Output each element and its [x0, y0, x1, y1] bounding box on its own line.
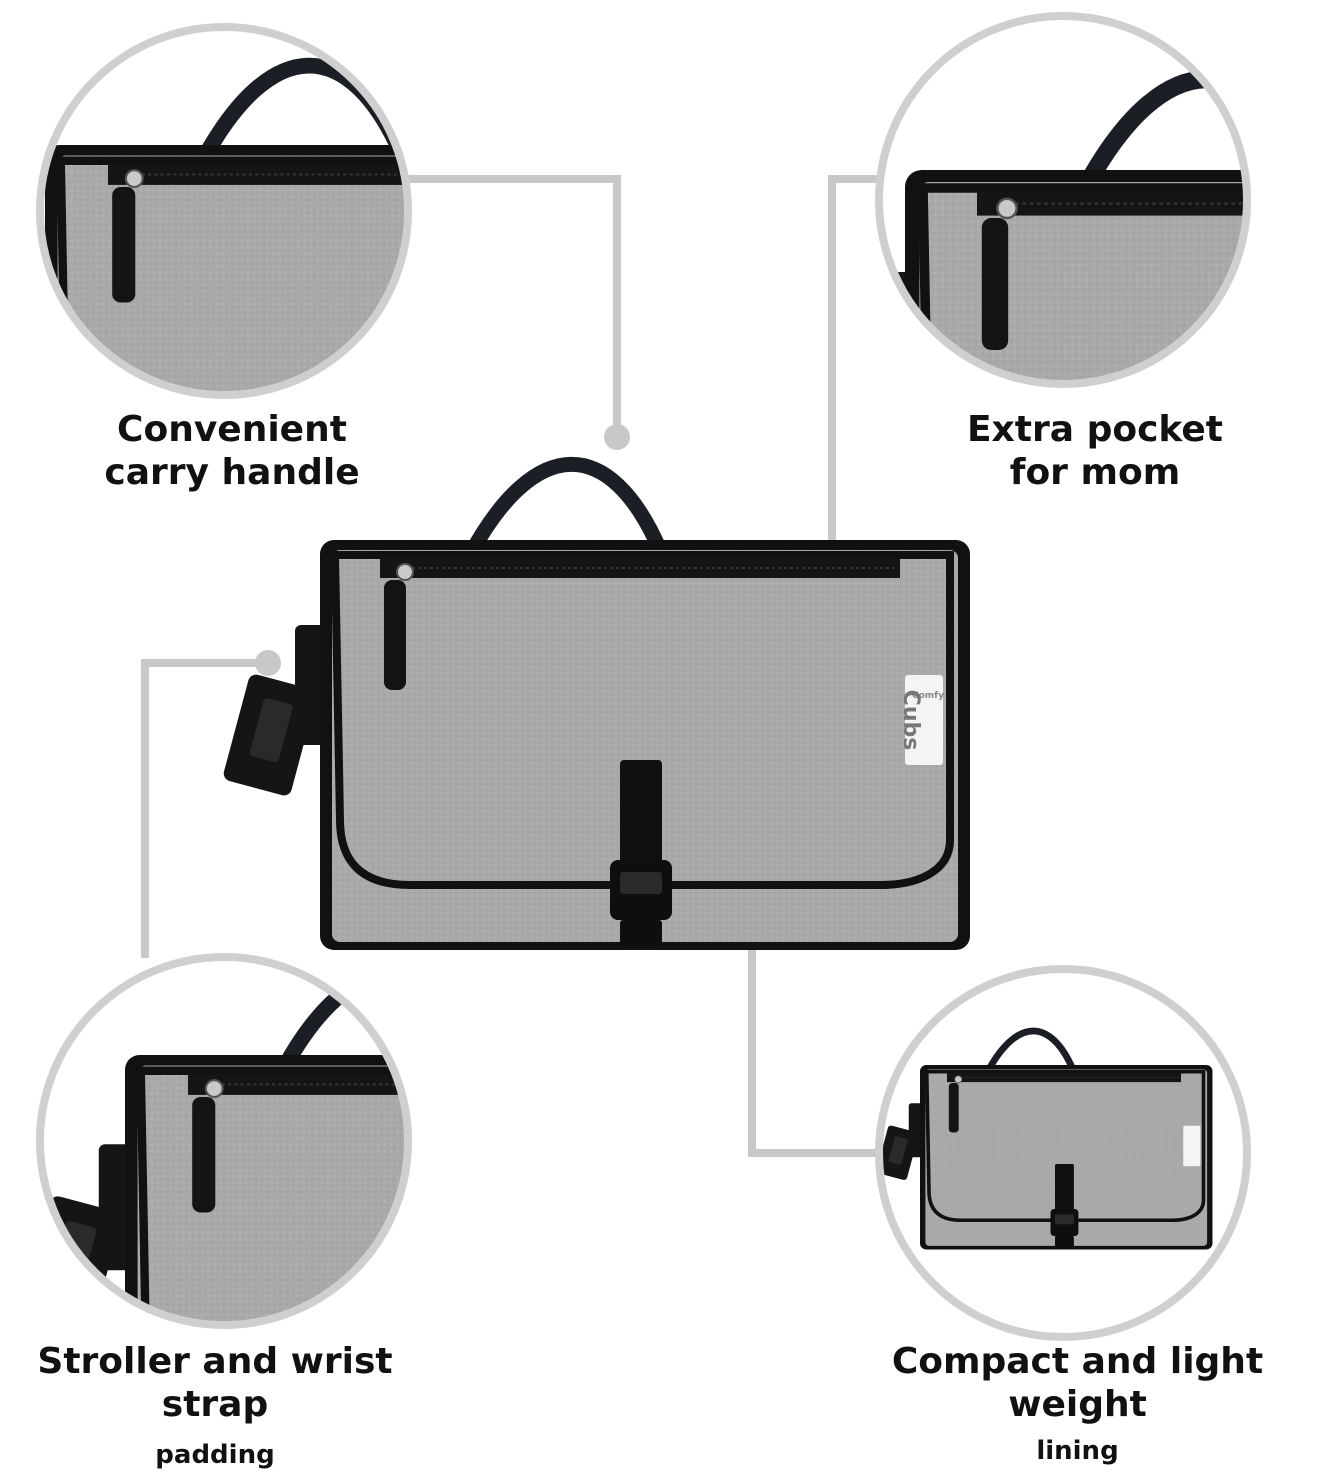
caption-strap-line2: padding [155, 1440, 275, 1471]
brand-small: Comfy [912, 691, 944, 701]
detail-circle-compact [875, 965, 1251, 1341]
brand-logo: Cubs [898, 690, 923, 751]
caption-strap: Stroller and wrist strap padding [0, 1340, 430, 1472]
main-product-bag [222, 464, 970, 950]
connector-strap [141, 659, 268, 958]
caption-compact: Compact and light weight lining [830, 1340, 1325, 1468]
caption-pocket-line1: Extra pocket [966, 409, 1224, 450]
connector-pocket [828, 175, 880, 632]
caption-handle-line2: carry handle [104, 452, 360, 494]
product-infographic: Comfy Cubs [36, 12, 1251, 1341]
connector-handle [408, 175, 621, 437]
caption-pocket: Extra pocket for mom [905, 408, 1285, 494]
caption-compact-line1: Compact and light weight [891, 1341, 1264, 1426]
brand-tag: Comfy Cubs [898, 690, 944, 751]
caption-pocket-line2: for mom [1009, 452, 1181, 494]
caption-handle: Convenient carry handle [62, 408, 402, 494]
connector-lines [141, 175, 880, 1157]
caption-strap-line1: Stroller and wrist strap [37, 1341, 393, 1426]
detail-circle-strap [36, 953, 412, 1329]
detail-circle-pocket [875, 12, 1251, 388]
connector-compact [748, 901, 880, 1157]
caption-handle-line1: Convenient [117, 409, 347, 450]
detail-circle-handle [36, 23, 412, 399]
caption-compact-line2: lining [1036, 1436, 1119, 1467]
